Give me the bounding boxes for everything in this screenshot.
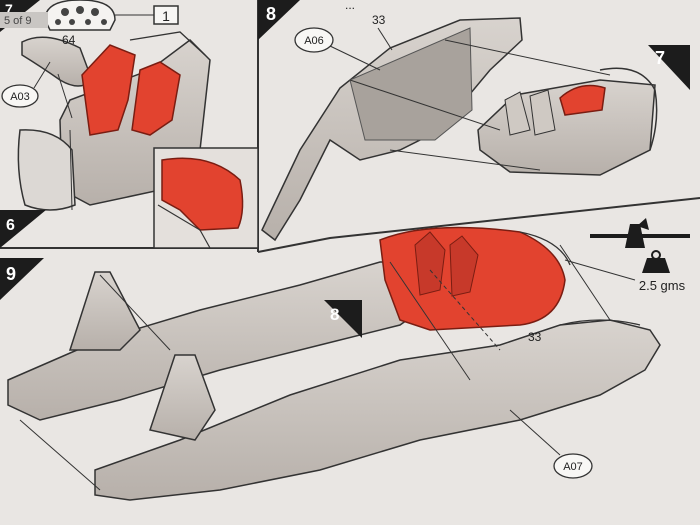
callout-a07-bubble — [553, 453, 593, 479]
step-7-number-right: 7 — [655, 48, 665, 68]
step-8-number-top: 8 — [266, 4, 276, 24]
step-8-number-middle: 8 — [330, 305, 339, 324]
aircraft-silhouette-icon — [590, 218, 690, 248]
callout-a07: A07 — [563, 461, 583, 473]
fuselage-half-lower — [94, 319, 661, 501]
assembly-red-bulkhead — [559, 84, 606, 116]
callout-a06: A06 — [304, 35, 324, 47]
part-number-33-top: 33 — [372, 13, 386, 27]
tail-fin-upper — [68, 271, 141, 351]
step-7-number-top: 7 — [5, 1, 13, 17]
instrument-panel-decal — [44, 0, 116, 31]
step-9-badge — [0, 258, 44, 300]
panel-step-9-fuselage-join: 9 8 33 A07 — [0, 218, 690, 501]
instrument-panel-part-64 — [21, 36, 93, 87]
part-number-33-bottom: 33 — [528, 330, 542, 344]
step-6-number: 6 — [6, 217, 15, 234]
step-8-badge — [324, 300, 362, 338]
step-8-corner-badge — [258, 0, 300, 40]
inset-red-bulkhead — [161, 157, 244, 231]
part-number-1: 1 — [162, 8, 170, 24]
cockpit-interior-area — [349, 27, 473, 141]
part-number-64: 64 — [62, 33, 76, 47]
ellipsis-mark: ... — [345, 0, 355, 12]
rear-seat-red — [131, 61, 181, 136]
step-7-badge — [648, 45, 690, 90]
tail-fin-lower — [149, 354, 216, 441]
panel-step-7-cockpit: 1 7 5 of 9 64 A03 6 — [0, 0, 259, 249]
step-9-number: 9 — [6, 264, 16, 284]
page-indicator: 5 of 9 — [4, 15, 32, 27]
callout-a03-bubble — [1, 84, 39, 108]
weight-icon — [642, 250, 670, 273]
front-seat-red — [81, 44, 136, 136]
step-6-badge — [0, 210, 46, 248]
callout-a06-bubble — [294, 27, 334, 53]
weight-note: 2.5 gms — [639, 278, 686, 293]
assembly-arrows — [19, 244, 636, 491]
callout-a03: A03 — [10, 91, 30, 103]
rear-bulkhead — [17, 129, 76, 211]
panel-step-8-fuselage-half: 8 ... 33 A06 7 — [258, 0, 690, 242]
